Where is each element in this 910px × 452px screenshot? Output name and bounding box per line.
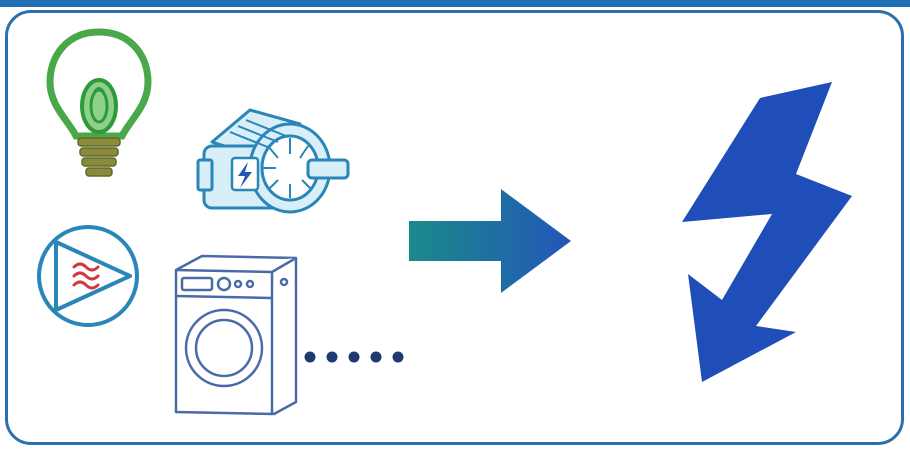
top-accent-bar xyxy=(0,0,910,7)
light-bulb-icon xyxy=(42,24,157,184)
ellipsis-dots xyxy=(300,346,408,368)
right-arrow-icon xyxy=(405,185,575,297)
washing-machine-icon xyxy=(168,252,300,417)
pump-icon xyxy=(30,222,150,332)
lightning-bolt-icon xyxy=(668,78,868,388)
electric-motor-icon xyxy=(190,102,355,217)
